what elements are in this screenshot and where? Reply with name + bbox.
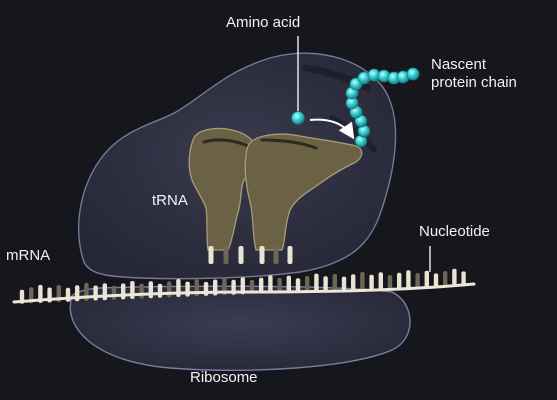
anticodon-nucleotide: [223, 246, 229, 264]
nucleotide: [249, 279, 255, 294]
anticodon-nucleotide: [208, 246, 214, 264]
mrna-backbone: [12, 282, 476, 304]
amino-acid-label: Amino acid: [226, 14, 301, 31]
nucleotide: [222, 277, 227, 296]
nascent-label-line1: Nascent: [431, 56, 487, 73]
nucleotide: [378, 272, 383, 290]
nucleotide: [240, 277, 245, 295]
nucleotide: [157, 283, 163, 298]
nucleotide: [443, 271, 448, 287]
nucleotide: [295, 278, 301, 293]
trna-label: tRNA: [152, 192, 188, 209]
anticodon-nucleotide: [238, 246, 244, 264]
nucleotide: [397, 272, 402, 289]
nucleotide: [102, 283, 107, 301]
nucleotide: [93, 285, 98, 301]
nucleotide: [185, 281, 190, 297]
trna-molecule-right: [244, 133, 363, 251]
nucleotide: [268, 275, 273, 294]
nucleotide: [305, 276, 310, 292]
ribosome-small-subunit: [69, 285, 411, 371]
nucleotide: [406, 270, 411, 289]
nucleotide: [323, 276, 328, 292]
nucleotide: [139, 283, 144, 299]
ribosome-label: Ribosome: [190, 369, 258, 386]
nucleotide: [148, 281, 153, 299]
anticodon-nucleotide: [287, 246, 293, 264]
nucleotide: [415, 273, 420, 288]
nucleotide: [360, 272, 365, 290]
mrna-label: mRNA: [6, 247, 51, 264]
nucleotide: [121, 283, 126, 300]
amino-acid-bead: [406, 67, 420, 81]
amino-acid-bead: [291, 111, 305, 125]
nucleotide: [277, 277, 282, 293]
nucleotide: [167, 281, 172, 298]
trna-anticodons: [208, 246, 293, 264]
nucleotide: [452, 268, 457, 287]
nucleotide: [424, 270, 429, 288]
nucleotide: [259, 277, 264, 294]
nascent-label-line2: protein chain: [431, 74, 517, 91]
nascent-protein-chain-label: Nascent protein chain: [431, 56, 517, 92]
nucleotide: [111, 285, 117, 300]
exit-tunnel-shadow: [302, 64, 372, 92]
trna-molecule-left: [188, 127, 260, 251]
nucleotide: [341, 276, 347, 291]
nucleotide: [369, 274, 374, 290]
nucleotide: [286, 275, 291, 293]
anticodon-nucleotide: [259, 246, 265, 264]
nucleotide: [351, 274, 356, 291]
nucleotide: [332, 274, 337, 291]
nucleotide: [433, 273, 439, 288]
nascent-protein-chain: [345, 67, 420, 148]
anticodon-nucleotide: [273, 246, 279, 264]
nucleotide: [130, 281, 135, 299]
nucleotide: [38, 284, 43, 303]
nucleotide-label: Nucleotide: [419, 223, 490, 240]
peptide-transfer-arrow: [309, 118, 355, 140]
nucleotide: [387, 275, 393, 289]
nucleotide: [314, 273, 319, 292]
nucleotide: [461, 271, 466, 287]
